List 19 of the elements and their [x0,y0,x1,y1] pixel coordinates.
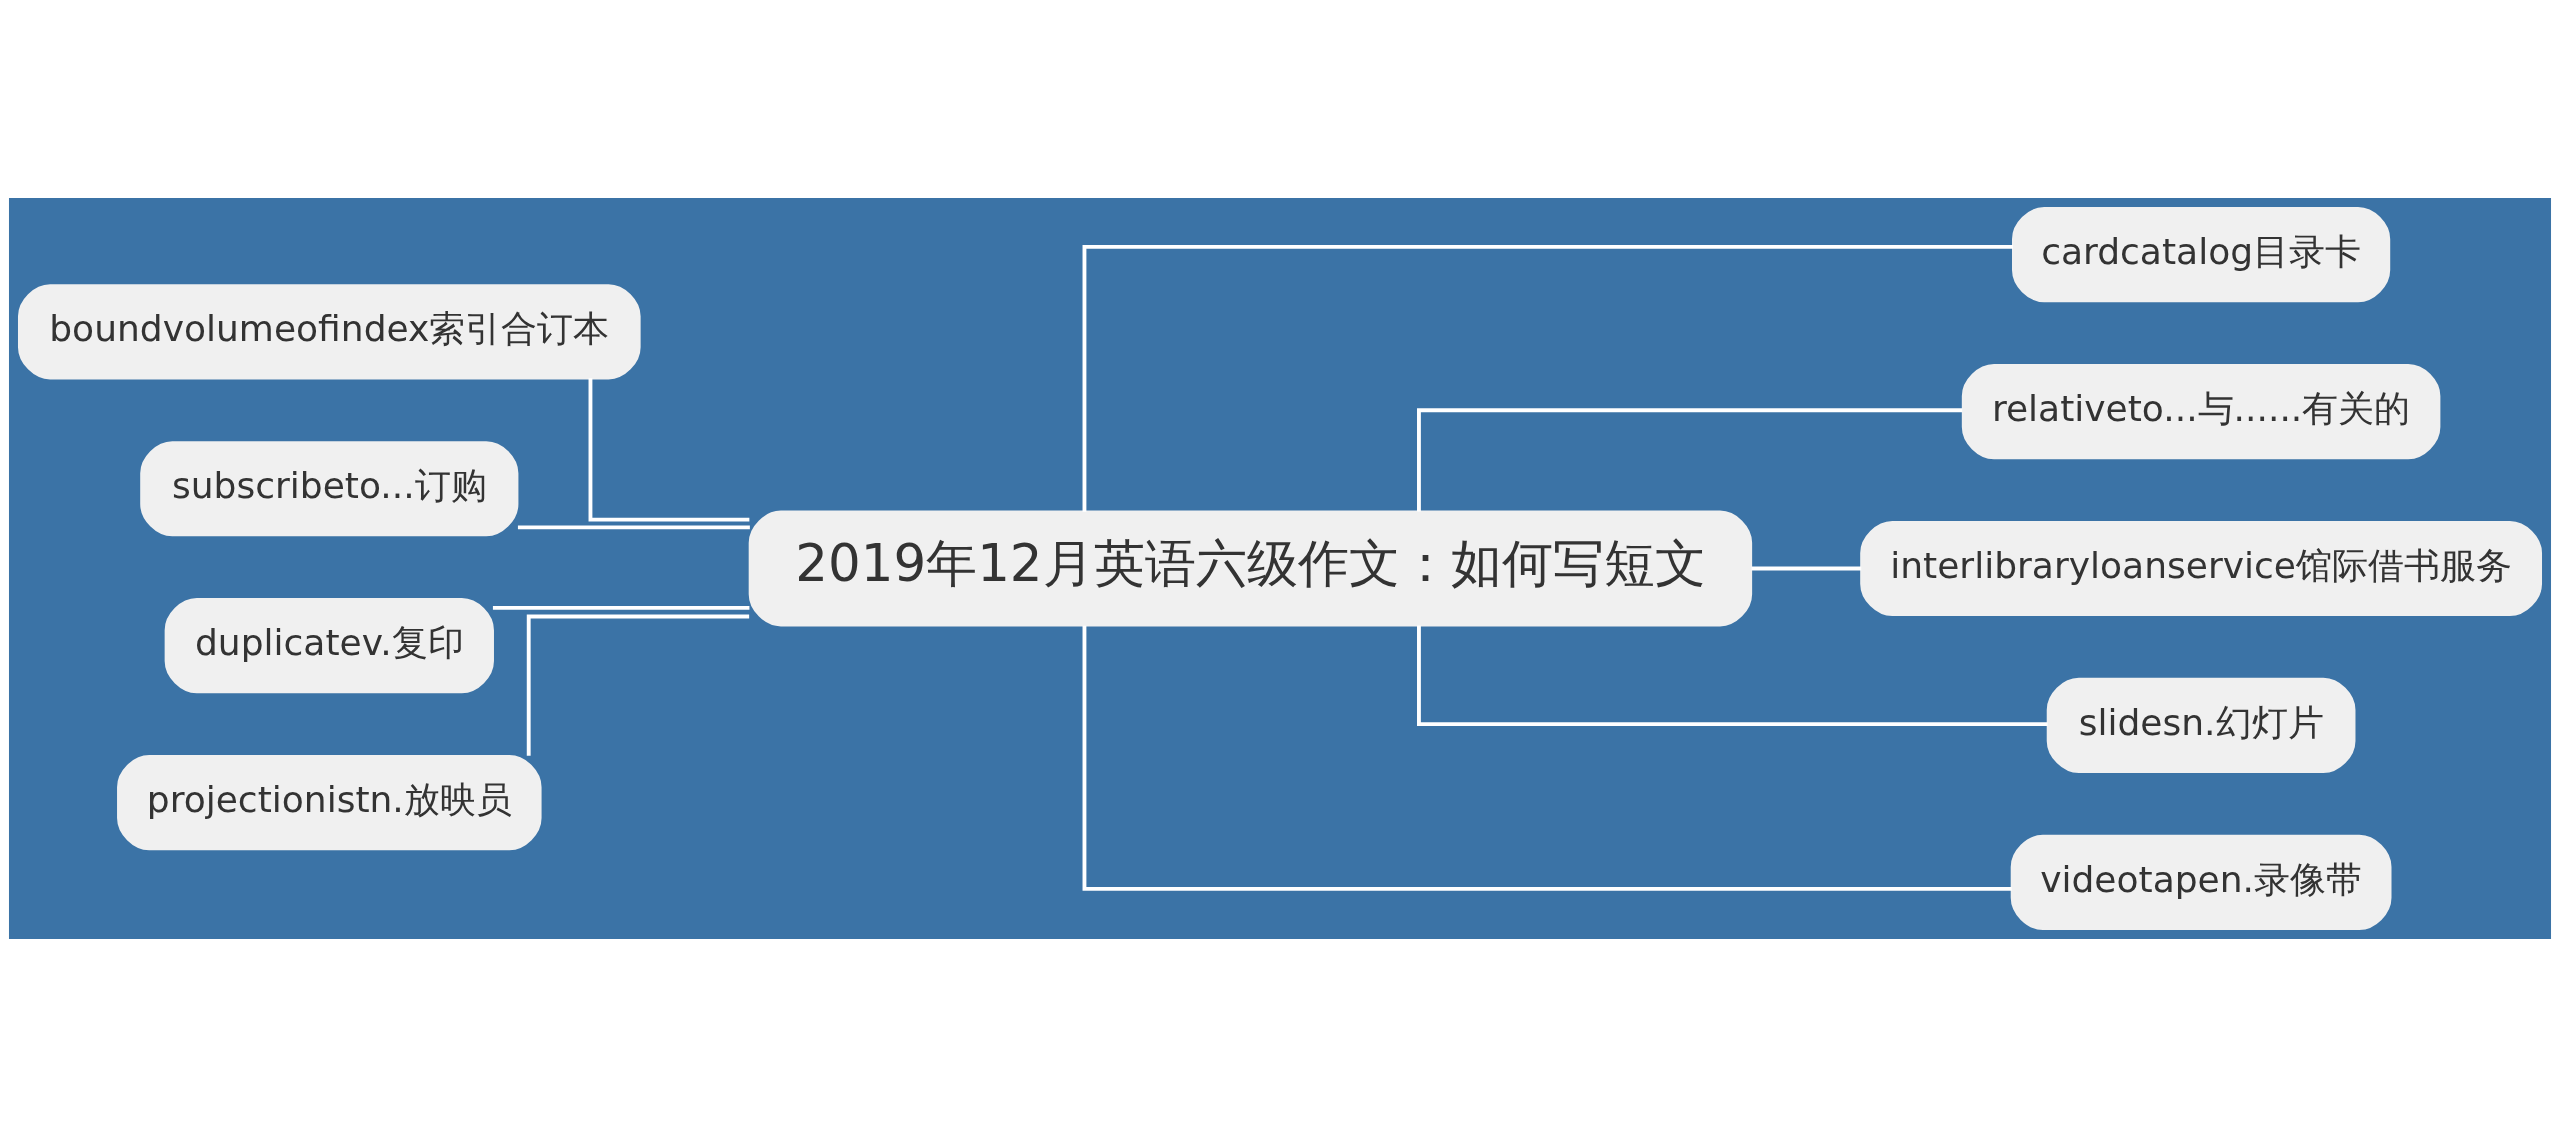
node-box: videotapen.录像带 [2010,834,2392,930]
connector [492,606,750,610]
node-box: cardcatalog目录卡 [2012,207,2391,303]
connector [588,378,750,522]
node-box: projectionistn.放映员 [117,755,542,851]
connector [517,525,750,530]
node-box: subscribeto...订购 [140,441,519,537]
node-box: slidesn.幻灯片 [2046,677,2356,774]
connector [1082,625,2012,891]
node-box: boundvolumeofindex索引合订本 [18,284,641,380]
connector [1082,244,2013,512]
connector [1417,625,2048,727]
node-box: relativeto...与......有关的 [1961,363,2441,460]
node-box: interlibraryloanservice馆际借书服务 [1860,520,2542,617]
connector [1751,566,1862,571]
node-box: 2019年12月英语六级作文：如何写短文 [748,510,1753,627]
connector [1417,408,1963,512]
node-box: duplicatev.复印 [164,598,494,694]
connector [526,614,750,756]
